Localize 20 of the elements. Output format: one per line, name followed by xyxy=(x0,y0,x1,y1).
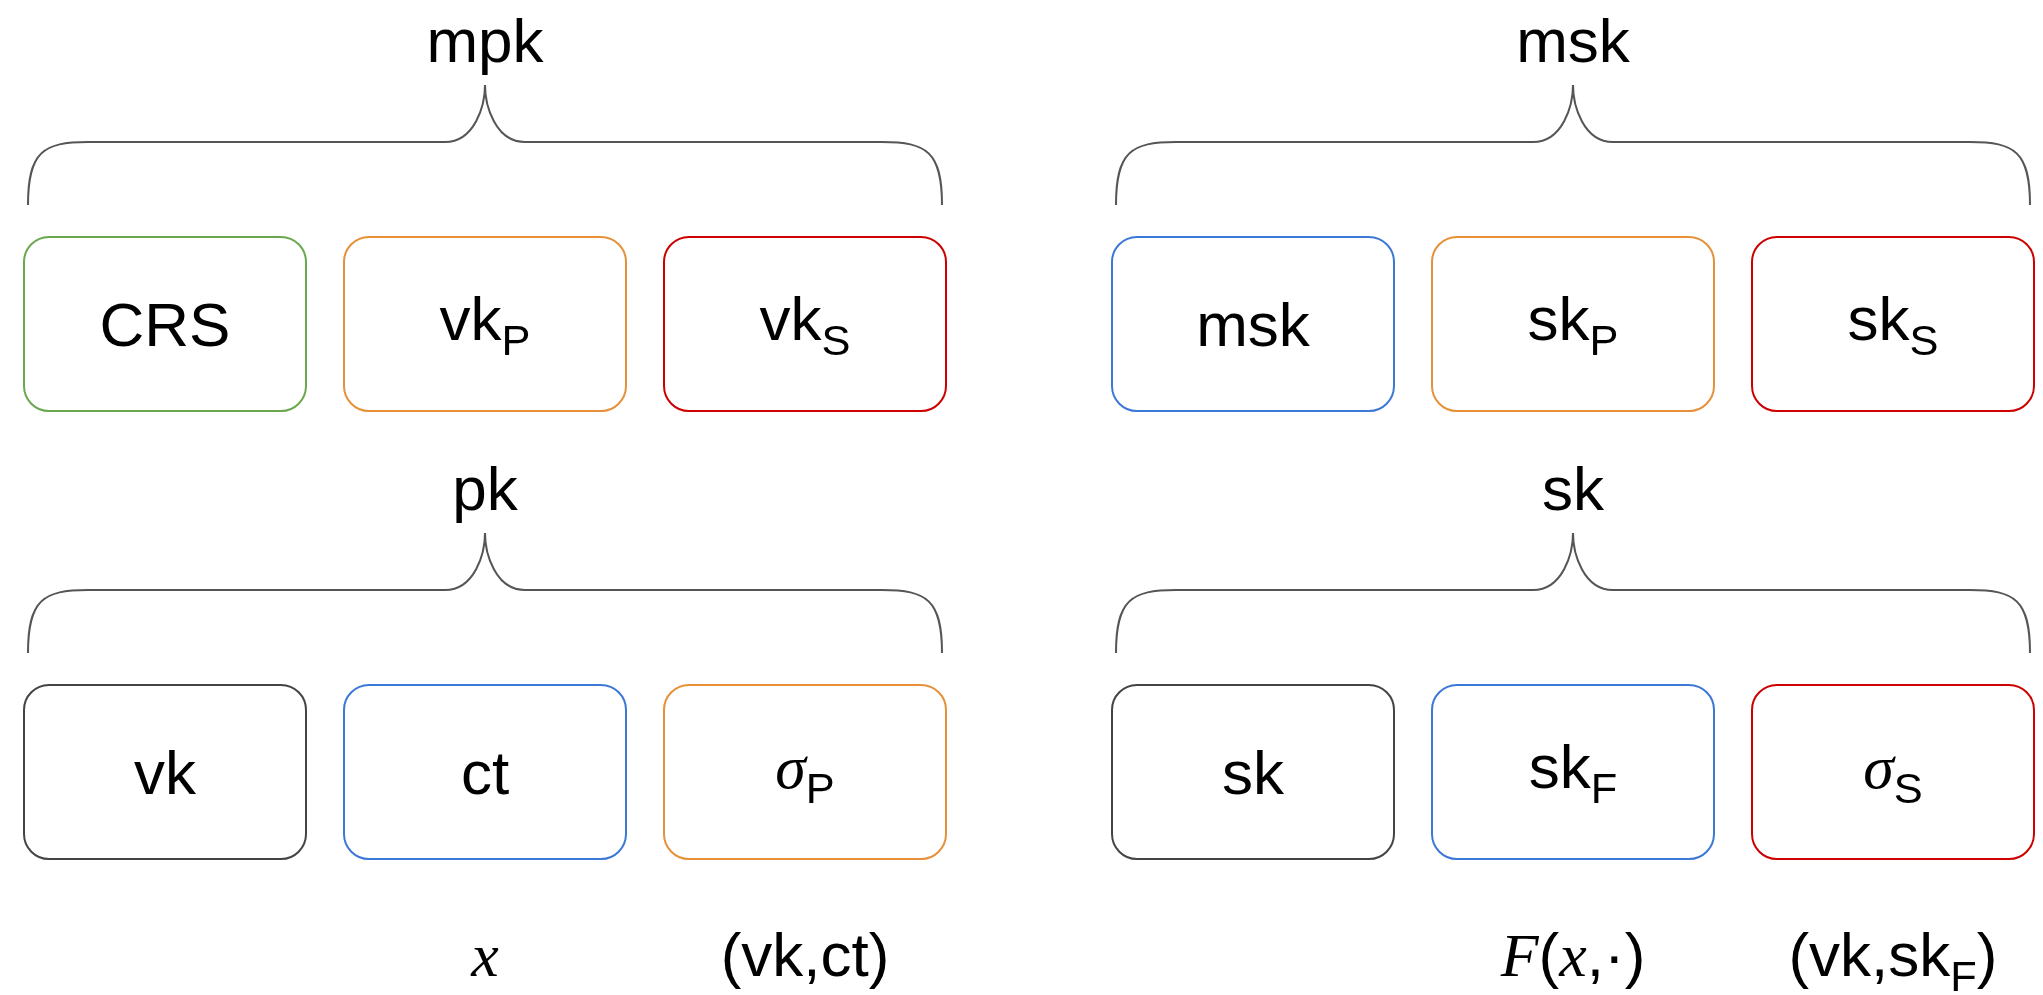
key-box: sk$_{P}$ xyxy=(1431,236,1715,412)
key-box: vk xyxy=(23,684,307,860)
brace-label: mpk xyxy=(426,5,544,76)
brace-label: pk xyxy=(452,453,518,524)
key-box: vk$_{S}$ xyxy=(663,236,947,412)
annotation-text: x xyxy=(471,920,499,989)
key-box: msk xyxy=(1111,236,1395,412)
key-box: vk$_{P}$ xyxy=(343,236,627,412)
annotation-text: F(x,·) xyxy=(1500,920,1646,989)
key-box: σ$_{P}$ xyxy=(663,684,947,860)
key-box: ct xyxy=(343,684,627,860)
key-box: sk xyxy=(1111,684,1395,860)
annotation-text: (vk,ct) xyxy=(720,920,890,989)
annotation-text: (vk,sk$_{F}$) xyxy=(1788,920,1998,989)
brace-label: sk xyxy=(1542,453,1604,524)
key-box: σ$_{S}$ xyxy=(1751,684,2035,860)
key-box: sk$_{F}$ xyxy=(1431,684,1715,860)
key-box: CRS xyxy=(23,236,307,412)
brace-label: msk xyxy=(1516,5,1630,76)
key-box: sk$_{S}$ xyxy=(1751,236,2035,412)
